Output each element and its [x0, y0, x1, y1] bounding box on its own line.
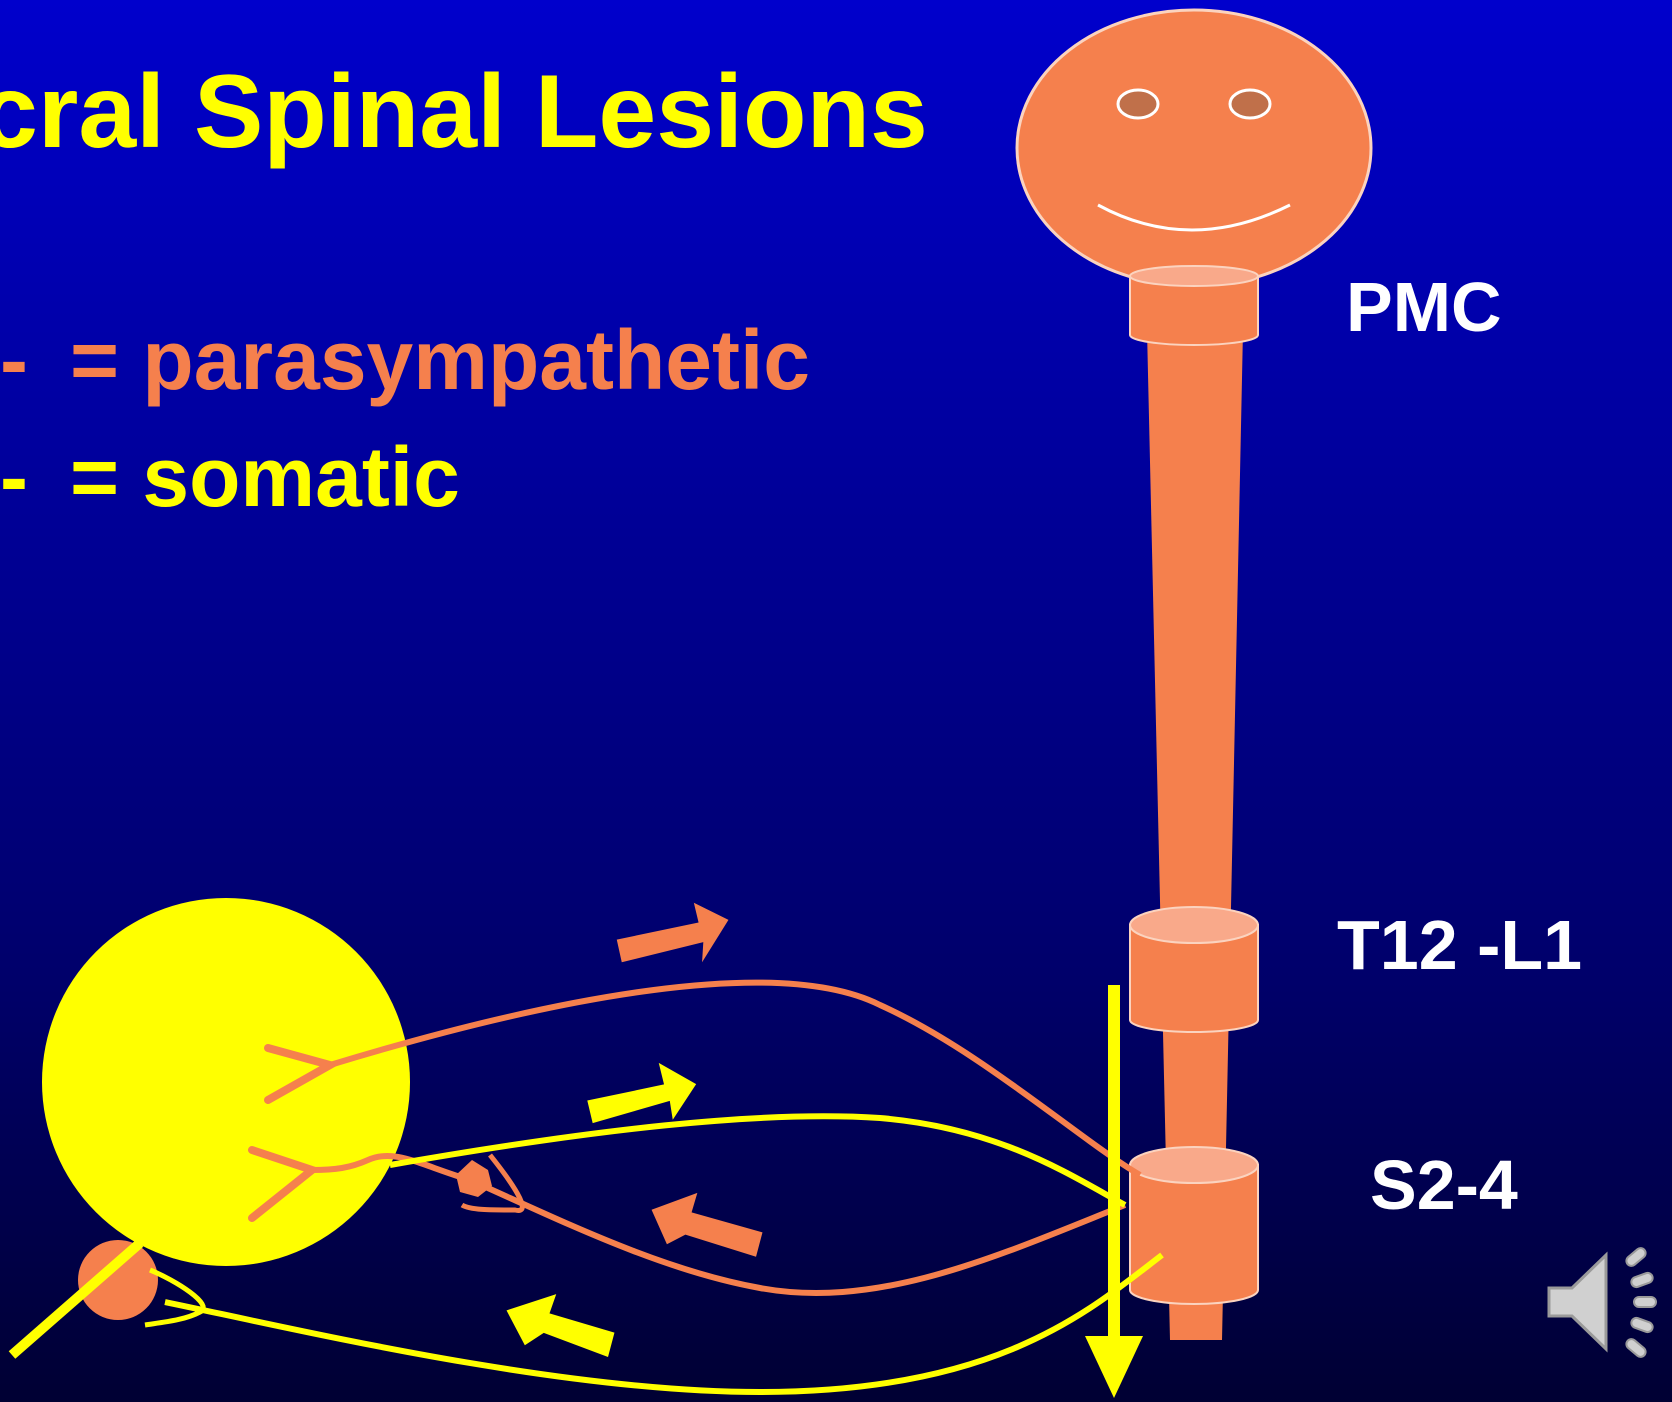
speaker-icon[interactable]: [1549, 1246, 1656, 1359]
smiley-face-icon: [1017, 10, 1371, 286]
label-t12-l1: T12 -L1: [1337, 910, 1582, 980]
somatic-afferent-line: [165, 1255, 1162, 1392]
legend-parasympathetic-marker: -: [0, 318, 70, 402]
ganglion-node: [456, 1160, 492, 1197]
label-pmc: PMC: [1346, 272, 1502, 342]
legend-parasympathetic: -= parasympathetic: [0, 318, 810, 402]
arrow-parasympathetic-right: [614, 900, 732, 970]
bladder: [42, 898, 410, 1266]
sphincter: [78, 1240, 158, 1320]
s2-4-segment: [1130, 1147, 1258, 1304]
arrow-parasympathetic-left: [647, 1187, 767, 1257]
legend-somatic: -= somatic: [0, 435, 460, 519]
legend-parasympathetic-text: = parasympathetic: [70, 313, 810, 407]
label-s2-4: S2-4: [1370, 1150, 1518, 1220]
t12-l1-segment: [1130, 907, 1258, 1032]
pmc-segment: [1130, 266, 1258, 345]
arrow-somatic-left: [502, 1288, 619, 1358]
legend-somatic-marker: -: [0, 435, 70, 519]
legend-somatic-text: = somatic: [70, 430, 460, 524]
parasympathetic-efferent-line: [330, 983, 1140, 1175]
slide-title: cral Spinal Lesions: [0, 60, 928, 164]
arrow-somatic-right: [584, 1059, 699, 1128]
